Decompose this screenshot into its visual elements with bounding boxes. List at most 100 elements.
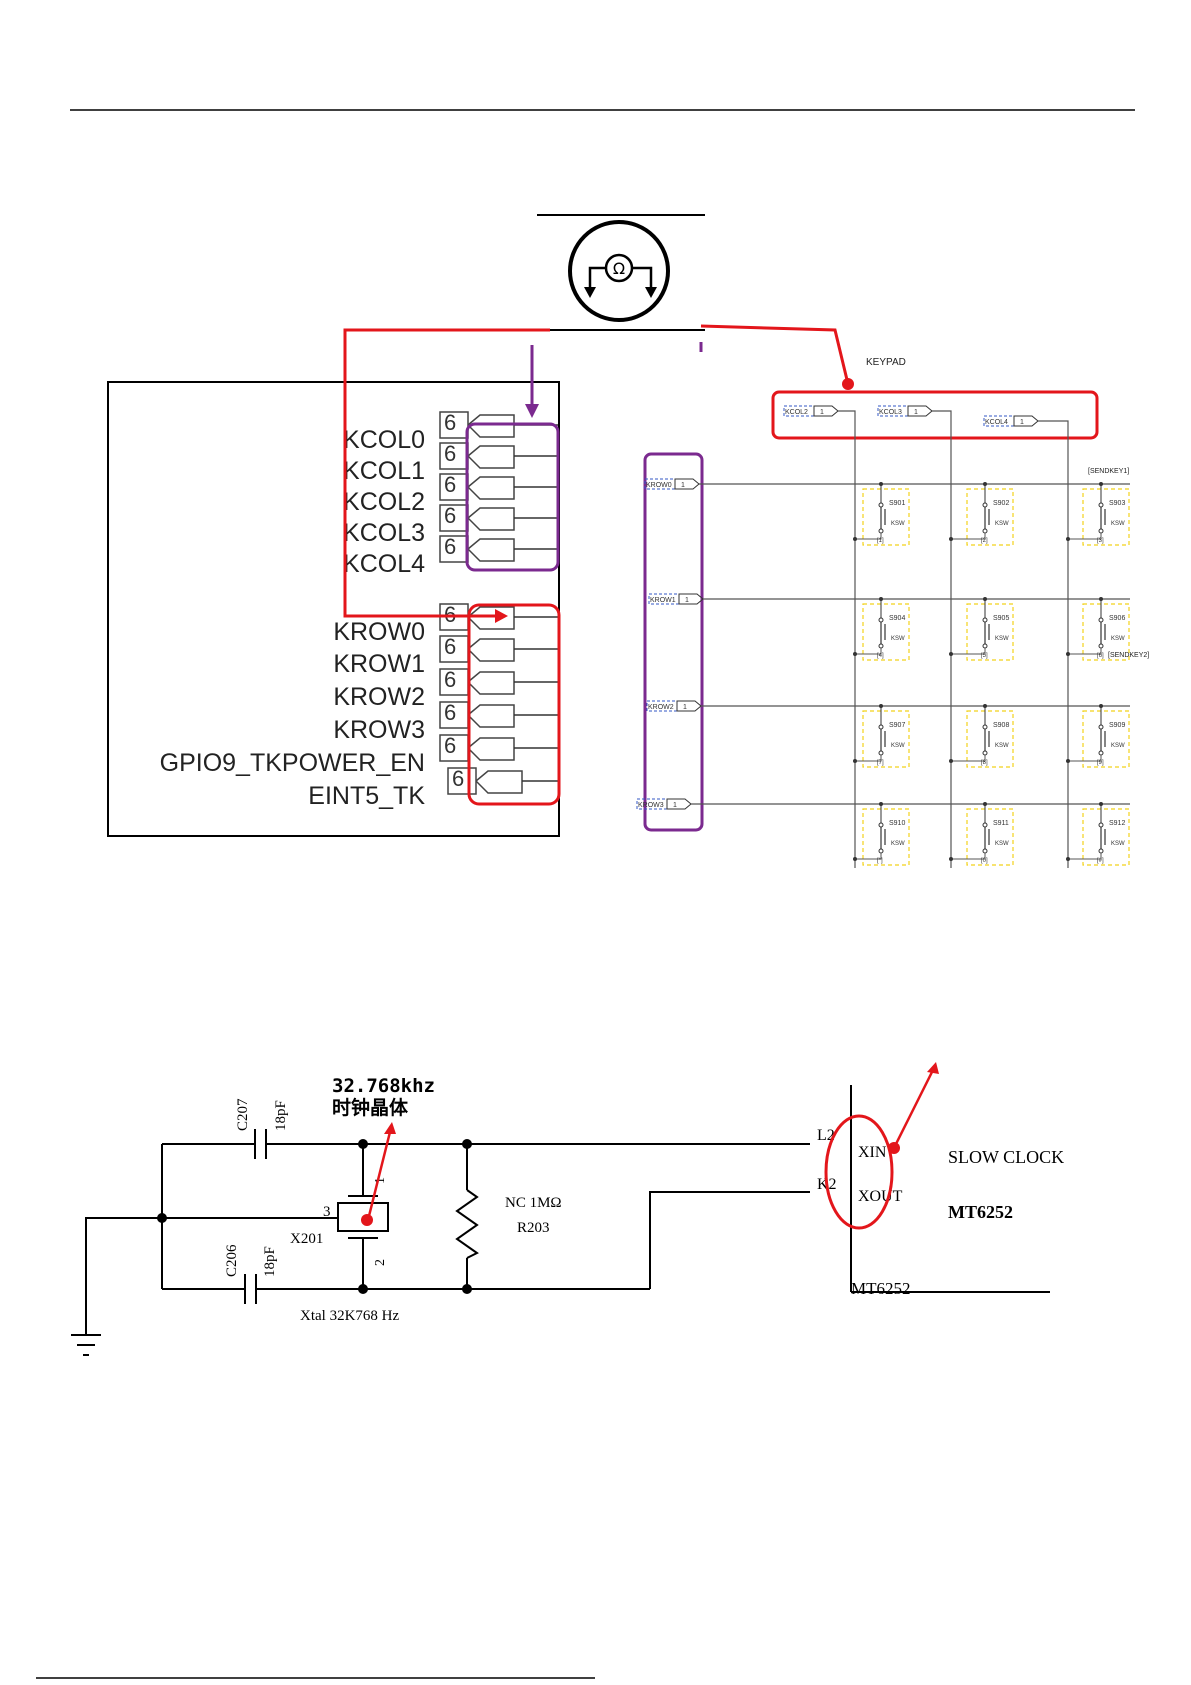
switch-contact: [878, 528, 884, 534]
pin-sheet-ref: 6: [444, 667, 456, 692]
switch-dashed-box: [1082, 710, 1130, 768]
switch-ref: S901: [889, 500, 905, 507]
switch-dashed-box: [966, 603, 1014, 661]
pin-label-kcol4: KCOL4: [343, 550, 425, 578]
pin-port-shape: [467, 414, 515, 438]
crystal-freq-label: 32.768khz: [332, 1075, 435, 1097]
switch-ref: S908: [993, 722, 1009, 729]
pin-port-shape: [467, 445, 515, 469]
pin-label-kcol2: KCOL2: [343, 488, 425, 516]
krow-highlight-box: [467, 603, 561, 806]
switch-key: [8]: [981, 760, 988, 766]
continuity-meter-icon: Ω: [537, 214, 705, 331]
col-port-arrow: [907, 405, 933, 417]
pin-port-shape: [467, 538, 515, 562]
switch-type: KSW: [891, 521, 905, 527]
switch-junction: [949, 652, 953, 656]
purple-probe-arrow: [525, 342, 703, 418]
r203-value: NC 1MΩ: [505, 1195, 562, 1211]
switch-contact: [982, 750, 988, 756]
switch-ref: S902: [993, 500, 1009, 507]
switch-return: [951, 533, 986, 540]
krow-pins: KROW0 KROW1 KROW2 KROW3 GPIO9_TKPOWER_EN…: [160, 618, 426, 810]
col-port-arrow: [813, 405, 839, 417]
switch-key: [5]: [981, 653, 988, 659]
switch-contact: [878, 848, 884, 854]
switch-key: [4]: [877, 653, 884, 659]
switch-return: [951, 648, 986, 655]
col-port-pin: 1: [820, 409, 824, 416]
switch-return: [1068, 533, 1102, 540]
switch-contact: [878, 822, 884, 828]
switch-junction: [1066, 652, 1070, 656]
pin-port-shape: [467, 476, 515, 500]
switch-contact: [1098, 643, 1104, 649]
pin-sheet-ref: 6: [444, 700, 456, 725]
pin-label-kcol1: KCOL1: [343, 457, 425, 485]
switch-key: [1]: [877, 538, 884, 544]
switch-junction: [853, 759, 857, 763]
col-wire: [838, 410, 856, 868]
switch-type: KSW: [995, 743, 1009, 749]
switch-return: [951, 853, 986, 860]
pin-label-krow0: KROW0: [333, 618, 425, 646]
pin-label-kcol3: KCOL3: [343, 519, 425, 547]
row-port-pin: 1: [681, 482, 685, 489]
keypad-title: KEYPAD: [866, 357, 906, 368]
switch-key: [9]: [1097, 760, 1104, 766]
switch-ref: S903: [1109, 500, 1125, 507]
clock-junctions: [157, 1139, 472, 1294]
switch-type: KSW: [1111, 521, 1125, 527]
switch-dashed-box: [1082, 603, 1130, 661]
switch-ref: S910: [889, 820, 905, 827]
chip-pin-xin: XIN: [858, 1144, 887, 1161]
pin-label-gpio9: GPIO9_TKPOWER_EN: [160, 749, 425, 777]
col-wire: [932, 410, 952, 868]
row-port-label: KROW1: [650, 597, 676, 604]
xin-xout-red-marker: [824, 1062, 939, 1230]
switch-ref: S911: [993, 820, 1009, 827]
switch-junction: [949, 857, 953, 861]
crystal-pin2: 2: [373, 1259, 388, 1266]
kcol-pins: KCOL0 KCOL1 KCOL2 KCOL3 KCOL4: [343, 426, 425, 578]
switch-contact: [982, 502, 988, 508]
row-port-label: KROW2: [648, 704, 674, 711]
col-port-pin: 1: [914, 409, 918, 416]
pin-port-shape: [467, 671, 515, 695]
switch-contact: [1098, 617, 1104, 623]
switch-return: [855, 755, 882, 762]
switch-type: KSW: [1111, 841, 1125, 847]
pin-sheet-ref: 6: [444, 410, 456, 435]
switch-contact: [1098, 848, 1104, 854]
switch-dashed-box: [966, 710, 1014, 768]
switch-contact: [878, 502, 884, 508]
switch-contact: [982, 848, 988, 854]
switch-junction: [949, 537, 953, 541]
pin-port-shape: [467, 737, 515, 761]
switch-junction: [1099, 482, 1103, 486]
switch-contact: [878, 724, 884, 730]
row-port-arrow: [678, 593, 704, 605]
chip-pin-l2: L2: [817, 1127, 835, 1144]
switch-return: [1068, 755, 1102, 762]
pin-label-krow2: KROW2: [333, 683, 425, 711]
c206-value: 18pF: [262, 1246, 278, 1277]
sendkey2-label: [SENDKEY2]: [1108, 652, 1149, 659]
keypad-grid: [691, 410, 1130, 868]
switch-return: [855, 533, 882, 540]
switch-junction: [879, 597, 883, 601]
switch-key: [6]: [1097, 653, 1104, 659]
switch-ref: S904: [889, 615, 905, 622]
switch-ref: S905: [993, 615, 1009, 622]
pin-sheet-ref: 6: [444, 503, 456, 528]
switch-key: [0]: [981, 858, 988, 864]
switch-ref: S906: [1109, 615, 1125, 622]
switch-key: [7]: [877, 760, 884, 766]
switch-type: KSW: [995, 636, 1009, 642]
pin-sheet-ref: 6: [452, 766, 464, 791]
pin-label-krow1: KROW1: [333, 650, 425, 678]
col-port-label: KCOL2: [785, 409, 808, 416]
c207-value: 18pF: [273, 1100, 289, 1131]
svg-text:Ω: Ω: [613, 259, 625, 278]
switch-junction: [1066, 857, 1070, 861]
